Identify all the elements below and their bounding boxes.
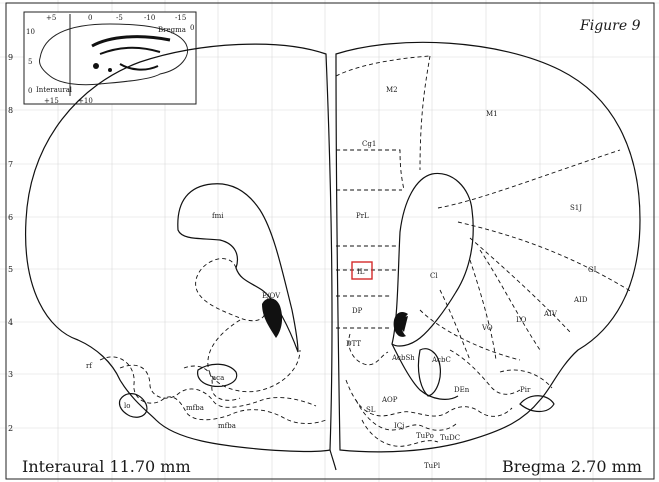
region-label-DEn: DEn [454,386,470,394]
region-label-S1J: S1J [570,204,582,212]
inset-top-tick-2: 0 [88,14,92,22]
region-label-Pir: Pir [520,386,531,394]
region-label-AcbC: AcbC [431,356,451,364]
right-region-boundaries [336,56,632,360]
inset-right-tick: 0 [190,24,194,32]
inset-top-tick-5: -15 [175,14,186,22]
region-label-DP: DP [352,307,363,315]
region-label-mfba-lower: mfba [218,422,236,430]
region-label-VO: VO [481,324,493,332]
region-label-LO: LO [516,316,527,324]
inset-interaural-label: Interaural [36,86,73,94]
region-label-GI: GI [588,266,597,274]
region-label-M1: M1 [486,110,498,118]
left-striatum-dashes [196,259,266,321]
y-tick-6: 6 [8,213,13,222]
inset-bregma-label: Bregma [158,26,186,34]
region-label-ICj: ICj [394,422,404,430]
region-label-SL: SL [366,406,376,414]
sagittal-inset: +5 0 -5 -10 -15 10 5 0 +15 +10 0 Bregma … [24,12,196,105]
inset-top-tick-1: +5 [46,14,56,22]
region-label-AIV: AIV [543,310,558,318]
y-tick-8: 8 [8,106,13,115]
figure-label: Figure 9 [579,18,641,34]
region-label-AOP: AOP [381,396,398,404]
y-tick-2: 2 [8,424,13,433]
right-hemisphere-outline [336,42,640,452]
region-label-aca: aca [212,374,224,382]
region-label-AID: AID [573,296,588,304]
region-label-Cl: Cl [430,272,438,280]
y-tick-7: 7 [8,160,13,169]
region-label-TuPo: TuPo [416,432,434,440]
interaural-label: Interaural 11.70 mm [22,457,191,476]
region-label-IL: IL [357,268,365,276]
inset-top-tick-3: -5 [116,14,123,22]
region-label-PrL: PrL [356,212,369,220]
y-tick-4: 4 [8,318,13,327]
region-label-E-OV: E/OV [262,292,281,300]
region-label-fmi: fmi [212,212,224,220]
y-tick-3: 3 [8,370,13,379]
region-label-Cg1: Cg1 [362,140,376,148]
inset-top-tick-4: -10 [144,14,155,22]
bregma-label: Bregma 2.70 mm [502,457,642,476]
inset-left-tick-2: 5 [28,58,32,66]
region-label-M2: M2 [386,86,398,94]
y-tick-9: 9 [8,53,13,62]
y-tick-5: 5 [8,265,13,274]
region-label-TuDC: TuDC [440,434,460,442]
y-axis-ticks: 9 8 7 6 5 4 3 2 [8,53,13,433]
inset-bottom-tick-1: +15 [44,97,59,105]
inset-left-tick-3: 0 [28,87,32,95]
region-label-DTT: DTT [346,340,361,348]
region-label-mfba-upper: mfba [186,404,204,412]
inset-left-tick-1: 10 [26,28,35,36]
region-label-TuPl: TuPl [424,462,441,470]
region-label-rf: rf [86,362,93,370]
region-label-AcbSh: AcbSh [391,354,415,362]
left-hemisphere-outline [26,44,332,451]
region-label-lo: lo [124,402,130,410]
